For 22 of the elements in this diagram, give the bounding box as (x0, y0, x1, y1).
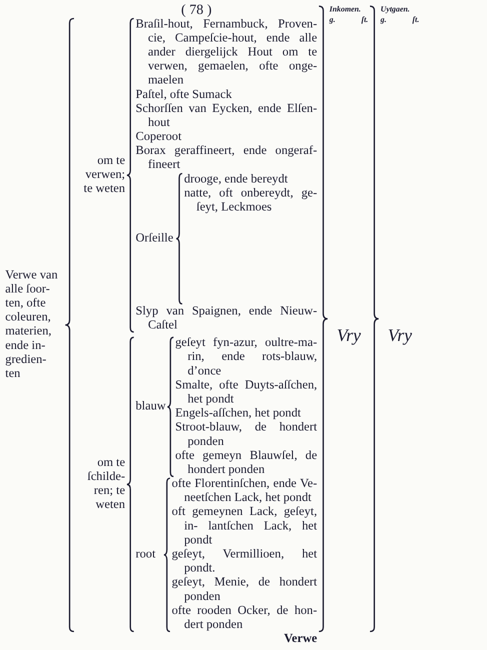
category-label: Verwe van alle ſoor- ten, ofte coleuren, materien, ende in- gredien- ten (5, 268, 59, 382)
category-label: root (136, 548, 156, 562)
category-label: blauw (136, 400, 166, 414)
duty-value: Vry (336, 326, 361, 346)
item-description: Braſil-hout, Fernambuck, Proven- cie, Campeſcie-hout, ende alle ander diergelijck Hout om te verwen, gemaelen, ofte onge- maelen (136, 18, 318, 88)
item-description: Slyp van Spaignen, ende Nieuw- Caſtel (136, 304, 318, 333)
catchword: Verwe (284, 632, 318, 646)
duty-value: Vry (388, 326, 412, 346)
category-label: om te verwen; te weten (82, 154, 126, 196)
item-description: Coperoot (136, 130, 183, 144)
item-description: drooge, ende bereydt (184, 172, 289, 187)
category-label: Orſeille (136, 232, 174, 246)
page-number: ( 78 ) (181, 4, 212, 18)
item-description: geſeyt fyn-azur, oultre-ma- rin, ende rots-blauw, d’once (175, 336, 318, 379)
item-description: ofte rooden Ocker, de hon- dert ponden (172, 604, 318, 632)
item-description: Smalte, ofte Duyts-aſſchen, het pondt (175, 378, 318, 407)
item-description: Paſtel, ofte Sumack (136, 88, 233, 102)
item-description: Schorſſen van Eycken, ende Elſen- hout (136, 102, 318, 130)
item-description: geſeyt, Vermillioen, het pondt. (172, 548, 318, 576)
category-label: om te ſchilde- ren; te weten (86, 456, 126, 513)
item-description: natte, oft onbereydt, ge- ſeyt, Leckmoes (184, 186, 318, 215)
item-description: Engels-aſſchen, het pondt (175, 406, 302, 421)
